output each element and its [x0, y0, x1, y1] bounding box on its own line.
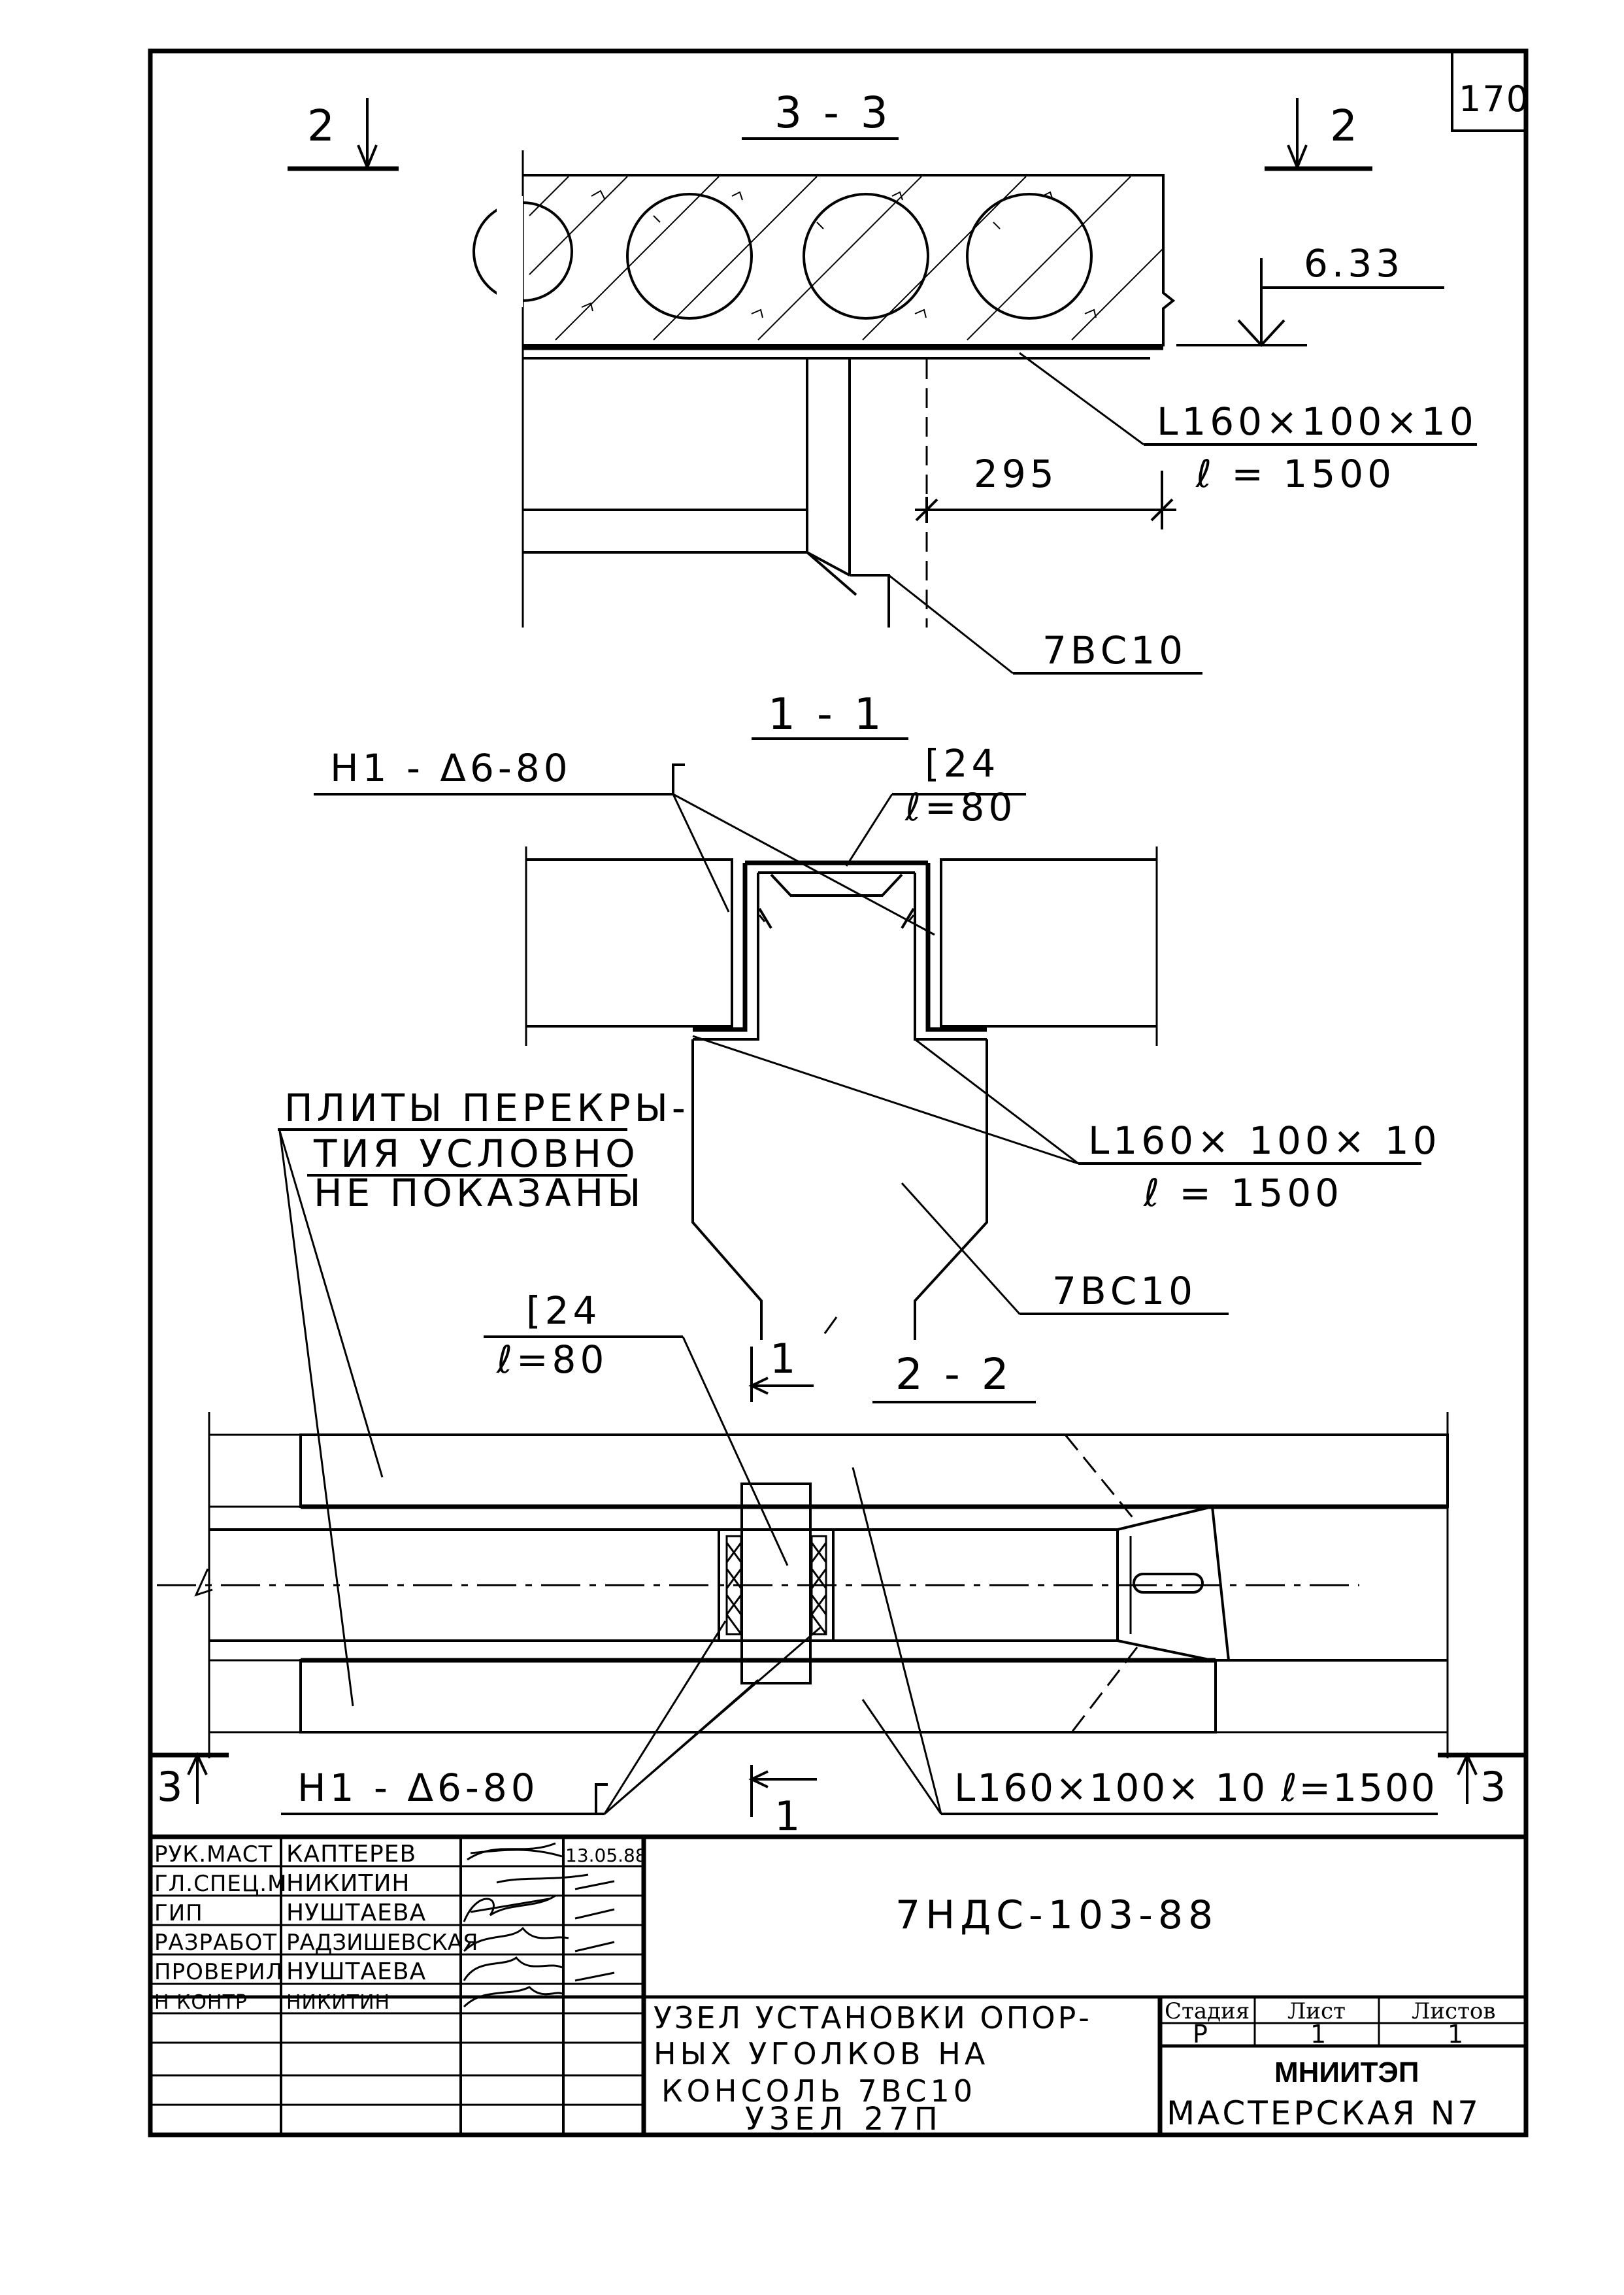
- name-0: КАПТЕРЕВ: [286, 1841, 416, 1868]
- cut-mark-2-left: 2: [288, 98, 399, 171]
- cut-mark-3-right: 3: [1438, 1752, 1526, 1811]
- sheet-frame: [148, 48, 1529, 2137]
- role-5: Н КОНТР: [154, 1991, 248, 2014]
- channel-length-1-1: ℓ=80: [904, 785, 1016, 829]
- name-3: РАДЗИШЕВСКАЯ: [286, 1930, 478, 1956]
- role-1: ГЛ.СПЕЦ.М: [154, 1871, 287, 1897]
- sheet-value: 1: [1310, 2020, 1327, 2049]
- channel-label-1-1: [24: [925, 741, 999, 786]
- hollow-core-slab: [472, 150, 1176, 628]
- title-block: РУК.МАСТ ГЛ.СПЕЦ.М ГИП РАЗРАБОТ ПРОВЕРИЛ…: [150, 1834, 1526, 2137]
- note-line-2: ТИЯ УСЛОВНО: [313, 1131, 639, 1176]
- role-3: РАЗРАБОТ: [154, 1930, 277, 1956]
- name-4: НУШТАЕВА: [286, 1958, 426, 1985]
- cut-mark-1-top-label: 1: [770, 1335, 799, 1382]
- angle-length-3-3: ℓ = 1500: [1195, 452, 1395, 496]
- description-line-2: НЫХ УГОЛКОВ НА: [654, 2036, 989, 2071]
- elevation-value: 6.33: [1304, 241, 1404, 286]
- cut-mark-right-label: 2: [1330, 101, 1361, 151]
- date-0: 13.05.88: [565, 1845, 647, 1866]
- elevation-mark: 6.33: [1176, 241, 1444, 347]
- angle-callout-2-2: L160×100× 10 ℓ=1500: [954, 1766, 1437, 1810]
- signatures: [463, 1842, 615, 2008]
- sheet-number-box: 170: [1451, 51, 1530, 132]
- sheets-label: Листов: [1412, 1998, 1496, 2024]
- angle-profile-3-3: L160×100×10: [1157, 399, 1478, 444]
- note-line-1: ПЛИТЫ ПЕРЕКРЫ-: [284, 1086, 689, 1130]
- note-line-3: НЕ ПОКАЗАНЫ: [314, 1171, 644, 1215]
- stage-label: Стадия: [1165, 1998, 1250, 2024]
- section-2-2-title: 2 - 2: [895, 1349, 1013, 1399]
- weld-label-2-2: Н1 - Δ6-80: [297, 1766, 539, 1810]
- name-1: НИКИТИН: [286, 1870, 410, 1897]
- name-5: НИКИТИН: [286, 1991, 390, 2014]
- role-4: ПРОВЕРИЛ: [154, 1959, 283, 1985]
- channel-label-2-2: [24: [526, 1288, 601, 1333]
- section-3-3: 3 - 3 2 2: [288, 88, 1478, 675]
- role-2: ГИП: [154, 1900, 203, 1926]
- description-line-1: УЗЕЛ УСТАНОВКИ ОПОР-: [654, 2000, 1092, 2035]
- role-0: РУК.МАСТ: [154, 1841, 273, 1868]
- stage-value: Р: [1193, 2020, 1208, 2049]
- node-label: УЗЕЛ 27П: [745, 2101, 943, 2137]
- support-angle-3-3: [523, 345, 1163, 360]
- workshop: МАСТЕРСКАЯ N7: [1167, 2094, 1481, 2132]
- angle-callout-3-3: L160×100×10 ℓ = 1500: [1019, 352, 1478, 496]
- cut-mark-3-left: 3: [150, 1752, 229, 1811]
- dimension-295-value: 295: [974, 452, 1058, 496]
- description-line-3: КОНСОЛЬ 7ВС10: [661, 2073, 976, 2109]
- cut-mark-1-bottom: 1: [748, 1765, 817, 1840]
- sheet-label: Лист: [1287, 1998, 1346, 2024]
- section-1-1: 1 - 1 Н1 - Δ6-80 [24 ℓ=80: [314, 689, 1441, 1340]
- note-slabs-not-shown: ПЛИТЫ ПЕРЕКРЫ- ТИЯ УСЛОВНО НЕ ПОКАЗАНЫ: [278, 1086, 689, 1707]
- cut-mark-1-top: 1: [748, 1335, 814, 1402]
- cut-mark-3-left-label: 3: [157, 1763, 186, 1811]
- section-3-3-title: 3 - 3: [774, 88, 892, 138]
- console-label-3-3: 7ВС10: [1042, 628, 1187, 673]
- sheet-number: 170: [1459, 78, 1530, 120]
- console-callout-3-3: 7ВС10: [888, 574, 1202, 675]
- console-3-3: [523, 360, 928, 628]
- angle-length-1-1: ℓ = 1500: [1143, 1171, 1343, 1215]
- channel-piece-plan: [740, 1483, 812, 1684]
- cut-mark-3-right-label: 3: [1480, 1763, 1510, 1811]
- console-label-1-1: 7ВС10: [1052, 1269, 1197, 1313]
- organization: МНИИТЭП: [1274, 2056, 1419, 2088]
- cut-mark-left-label: 2: [307, 101, 339, 151]
- sheets-value: 1: [1448, 2020, 1464, 2049]
- cut-mark-2-right: 2: [1265, 98, 1372, 171]
- angle-profile-1-1: L160× 100× 10: [1088, 1118, 1441, 1163]
- document-code: 7НДС-103-88: [895, 1892, 1218, 1938]
- channel-length-2-2: ℓ=80: [496, 1337, 608, 1382]
- dimension-295: 295: [915, 452, 1176, 529]
- section-1-1-title: 1 - 1: [768, 689, 886, 739]
- name-2: НУШТАЕВА: [286, 1900, 426, 1926]
- weld-label-1-1: Н1 - Δ6-80: [330, 746, 572, 790]
- cut-mark-1-bottom-label: 1: [774, 1792, 804, 1840]
- section-2-2: 2 - 2 1 [24 ℓ=80: [150, 1288, 1526, 1840]
